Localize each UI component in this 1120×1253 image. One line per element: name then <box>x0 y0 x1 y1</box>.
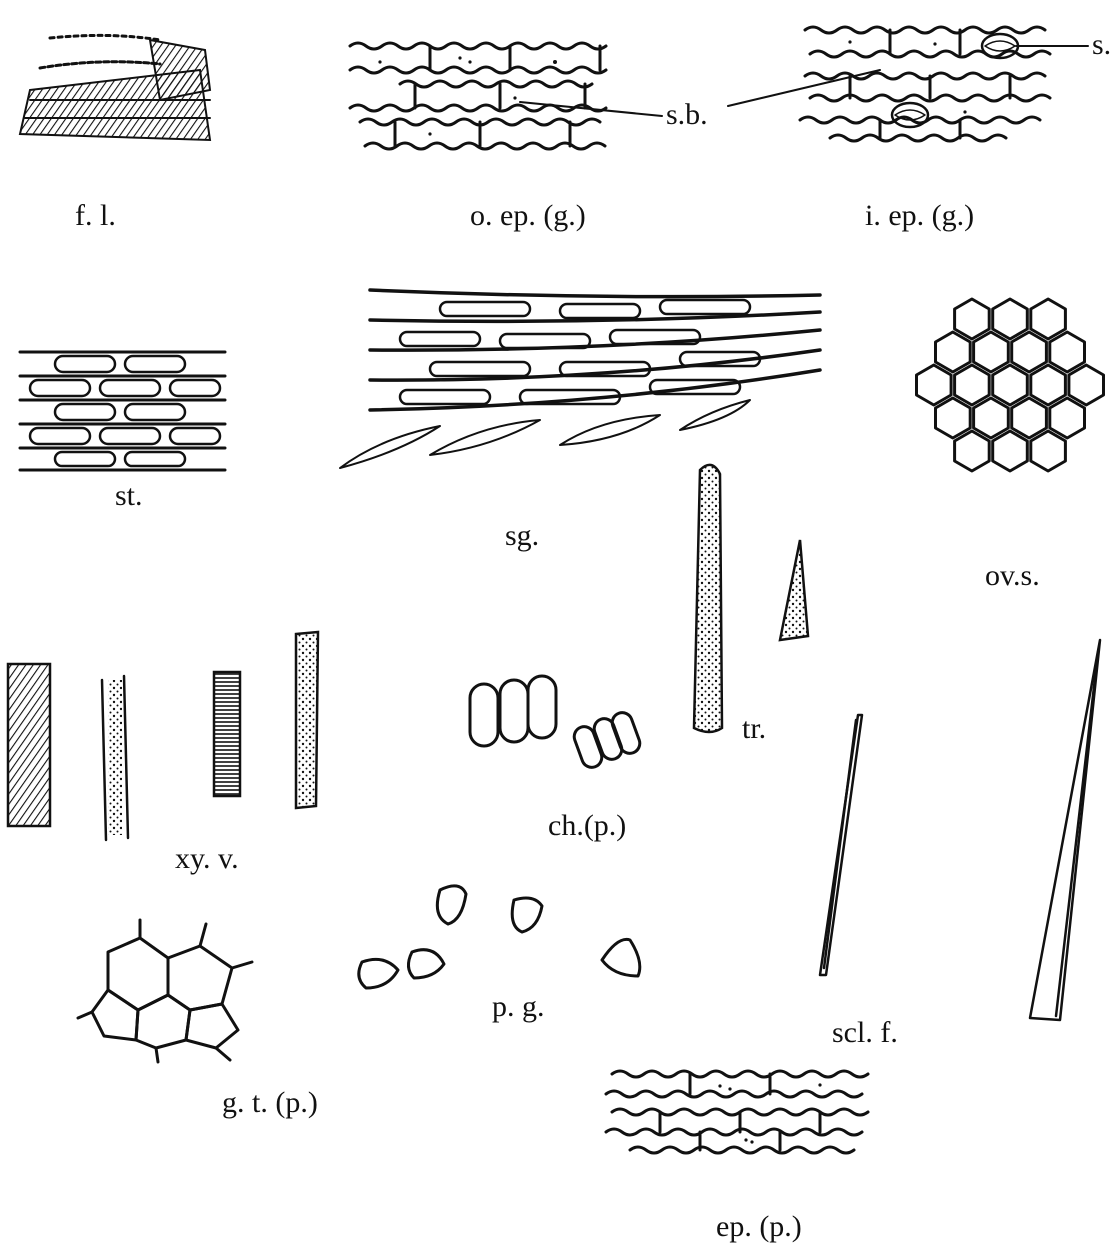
ground-tissue-drawing <box>78 920 252 1062</box>
hex-cell <box>936 398 971 438</box>
inner-epidermis-drawing <box>800 27 1050 141</box>
hex-cell <box>1012 332 1047 372</box>
hex-cell <box>1050 332 1085 372</box>
hex-cell <box>993 365 1028 405</box>
label-sg: sg. <box>505 519 539 552</box>
sclerenchyma-fibres-drawing <box>820 640 1100 1020</box>
xylem-vessels-drawing <box>8 632 318 840</box>
label-iep: i. ep. (g.) <box>865 199 974 232</box>
hex-cell <box>955 365 990 405</box>
hex-cell <box>974 332 1009 372</box>
label-fl: f. l. <box>75 199 116 232</box>
hex-cell <box>936 332 971 372</box>
label-sb: s.b. <box>666 98 708 131</box>
hex-cell <box>993 299 1028 339</box>
hex-cell <box>974 398 1009 438</box>
fibrous-layer-drawing <box>20 35 210 140</box>
hex-cell <box>955 431 990 471</box>
label-xyv: xy. v. <box>175 842 239 875</box>
label-ch: ch.(p.) <box>548 809 626 842</box>
hex-cell <box>955 299 990 339</box>
hex-cell <box>917 365 952 405</box>
hex-cell <box>1012 398 1047 438</box>
hex-cell <box>1031 299 1066 339</box>
hex-cell <box>1069 365 1104 405</box>
petal-epidermis-drawing <box>606 1071 868 1153</box>
label-tr: tr. <box>742 712 766 745</box>
stomata-layer-drawing <box>20 352 225 470</box>
label-ovs: ov.s. <box>985 559 1040 592</box>
sg-tissue-drawing <box>340 290 820 468</box>
label-sclf: scl. f. <box>832 1016 898 1049</box>
hex-cell <box>1031 365 1066 405</box>
label-oep: o. ep. (g.) <box>470 199 586 232</box>
label-st: st. <box>115 479 143 512</box>
hex-cell <box>1050 398 1085 438</box>
outer-epidermis-drawing <box>350 43 606 149</box>
label-s: s. <box>1092 28 1111 61</box>
hex-cell <box>993 431 1028 471</box>
pollen-grains-drawing <box>359 886 640 988</box>
label-gt: g. t. (p.) <box>222 1086 318 1119</box>
chlorenchyma-cells-drawing <box>470 676 643 770</box>
hex-cell <box>1031 431 1066 471</box>
trichome-drawing <box>694 465 808 732</box>
label-pg: p. g. <box>492 990 545 1023</box>
label-epp: ep. (p.) <box>716 1210 802 1243</box>
ovary-surface-drawing <box>917 288 1104 472</box>
